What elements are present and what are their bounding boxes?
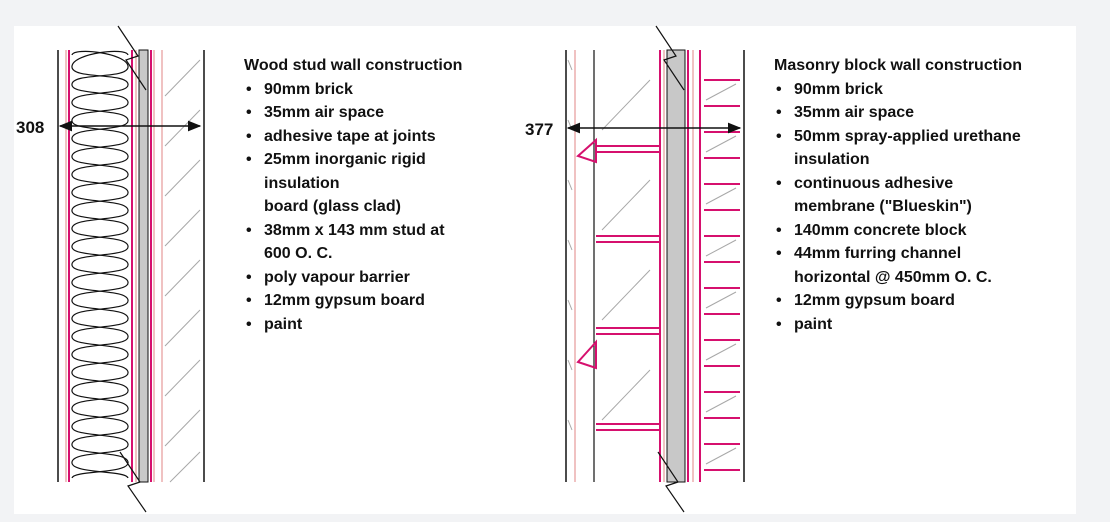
batt-insulation [71, 50, 129, 479]
break-line-top-masonry [655, 25, 685, 91]
brick-veneer-hatch [164, 59, 201, 483]
legend-item: continuous adhesive membrane ("Blueskin"… [774, 172, 1022, 219]
masonry-legend-title: Masonry block wall construction [774, 57, 1023, 74]
legend-item: 35mm air space [244, 101, 462, 125]
legend-item: 12mm gypsum board [244, 289, 462, 313]
wood-legend-title: Wood stud wall construction [244, 57, 463, 74]
legend-item: paint [774, 313, 1022, 337]
brick-coursing [704, 79, 740, 471]
block-ties [596, 145, 660, 431]
legend-item: poly vapour barrier [244, 266, 462, 290]
veneer-anchors [576, 137, 597, 370]
legend-item: 44mm furring channel horizontal @ 450mm … [774, 242, 1022, 289]
masonry-dimension-label: 377 [525, 120, 554, 139]
wood-dimension-label: 308 [16, 118, 45, 137]
break-line-bottom [119, 451, 147, 513]
legend-item: adhesive tape at joints [244, 125, 462, 149]
break-line-bottom-masonry [657, 451, 685, 513]
concrete-block-hatch [601, 79, 651, 421]
legend-item: 25mm inorganic rigid insulation board (g… [244, 148, 462, 219]
wood-legend: Wood stud wall construction 90mm brick 3… [244, 54, 462, 336]
wood-stud-wall-section [57, 25, 205, 513]
masonry-legend: Masonry block wall construction 90mm bri… [774, 54, 1022, 336]
legend-item: paint [244, 313, 462, 337]
legend-item: 12mm gypsum board [774, 289, 1022, 313]
rigid-insulation-band [138, 49, 149, 483]
legend-item: 90mm brick [244, 78, 462, 102]
legend-item: 35mm air space [774, 101, 1022, 125]
legend-item: 50mm spray-applied urethane insulation [774, 125, 1022, 172]
masonry-block-wall-section [565, 25, 745, 513]
legend-item: 38mm x 143 mm stud at 600 O. C. [244, 219, 462, 266]
legend-item: 90mm brick [774, 78, 1022, 102]
urethane-insulation-band [666, 49, 686, 483]
break-line-top [117, 25, 147, 91]
legend-item: 140mm concrete block [774, 219, 1022, 243]
